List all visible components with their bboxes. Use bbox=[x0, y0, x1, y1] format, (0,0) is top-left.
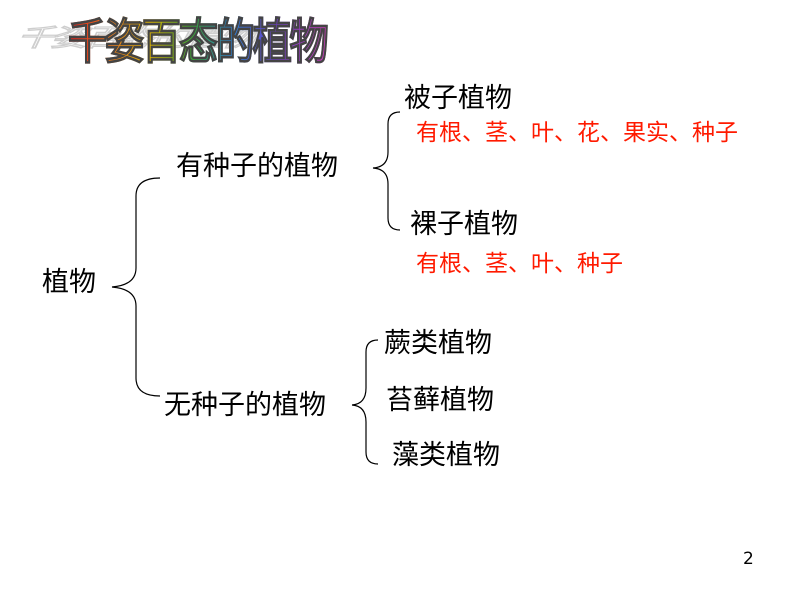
root-label: 植物 bbox=[42, 267, 96, 298]
angiosperm-label: 被子植物 bbox=[404, 83, 512, 114]
angiosperm-organs: 有根、茎、叶、花、果实、种子 bbox=[416, 120, 738, 146]
page-title: 千姿百态的植物 bbox=[68, 2, 330, 72]
page-number: 2 bbox=[743, 549, 754, 569]
root-brace bbox=[111, 177, 161, 397]
seedless-brace bbox=[351, 339, 379, 465]
seed-brace bbox=[372, 111, 401, 231]
gymnosperm-label: 裸子植物 bbox=[410, 209, 518, 240]
moss-label: 苔藓植物 bbox=[386, 385, 494, 416]
fern-label: 蕨类植物 bbox=[384, 328, 492, 359]
algae-label: 藻类植物 bbox=[392, 440, 500, 471]
seedless-plants-label: 无种子的植物 bbox=[164, 390, 326, 421]
seed-plants-label: 有种子的植物 bbox=[176, 151, 338, 182]
gymnosperm-organs: 有根、茎、叶、种子 bbox=[416, 251, 623, 277]
